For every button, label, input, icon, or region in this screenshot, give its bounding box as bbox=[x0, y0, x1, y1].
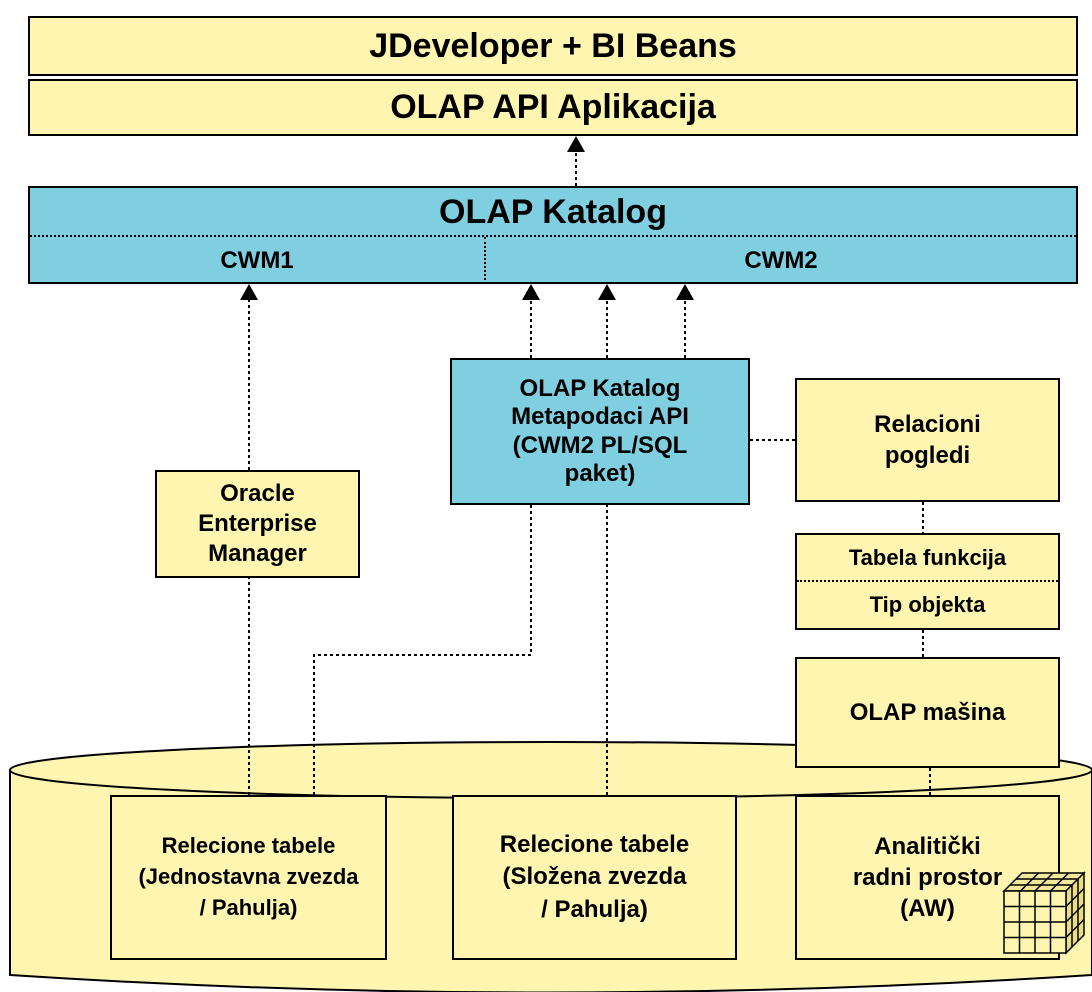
olap-catalog-title: OLAP Katalog bbox=[439, 192, 667, 231]
arrowhead-cwm2-a bbox=[522, 284, 540, 300]
analytic-workspace-box: Analitički radni prostor (AW) bbox=[795, 795, 1060, 960]
cwm2-label: CWM2 bbox=[744, 246, 818, 274]
arrowhead-cwm1 bbox=[240, 284, 258, 300]
relational-tables-simple-star-box: Relecione tabele (Jednostavna zvezda / P… bbox=[110, 795, 387, 960]
catalog-divider-horizontal bbox=[30, 235, 1076, 237]
arrowhead-cwm2-c bbox=[676, 284, 694, 300]
olap-api-application-box: OLAP API Aplikacija bbox=[28, 79, 1078, 136]
oracle-enterprise-manager-box: Oracle Enterprise Manager bbox=[155, 470, 360, 578]
olap-catalog-metadata-api-box: OLAP Katalog Metapodaci API (CWM2 PL/SQL… bbox=[450, 358, 750, 505]
arrowhead-app bbox=[567, 136, 585, 152]
olap-catalog-box: OLAP Katalog CWM1 CWM2 bbox=[28, 186, 1078, 284]
relational-tables-complex-star-box: Relecione tabele (Složena zvezda / Pahul… bbox=[452, 795, 737, 960]
relational-views-box: Relacioni pogledi bbox=[795, 378, 1060, 502]
table-functions-box: Tabela funkcija Tip objekta bbox=[795, 533, 1060, 630]
olap-engine-box: OLAP mašina bbox=[795, 657, 1060, 768]
object-type-label: Tip objekta bbox=[869, 592, 986, 617]
table-functions-divider bbox=[797, 580, 1058, 582]
catalog-divider-vertical bbox=[484, 237, 486, 284]
arrowhead-cwm2-b bbox=[598, 284, 616, 300]
jdeveloper-bi-beans-box: JDeveloper + BI Beans bbox=[28, 16, 1078, 76]
cwm1-label: CWM1 bbox=[220, 246, 294, 274]
table-functions-label: Tabela funkcija bbox=[848, 545, 1007, 570]
connector-simple-star-to-api bbox=[313, 505, 532, 795]
